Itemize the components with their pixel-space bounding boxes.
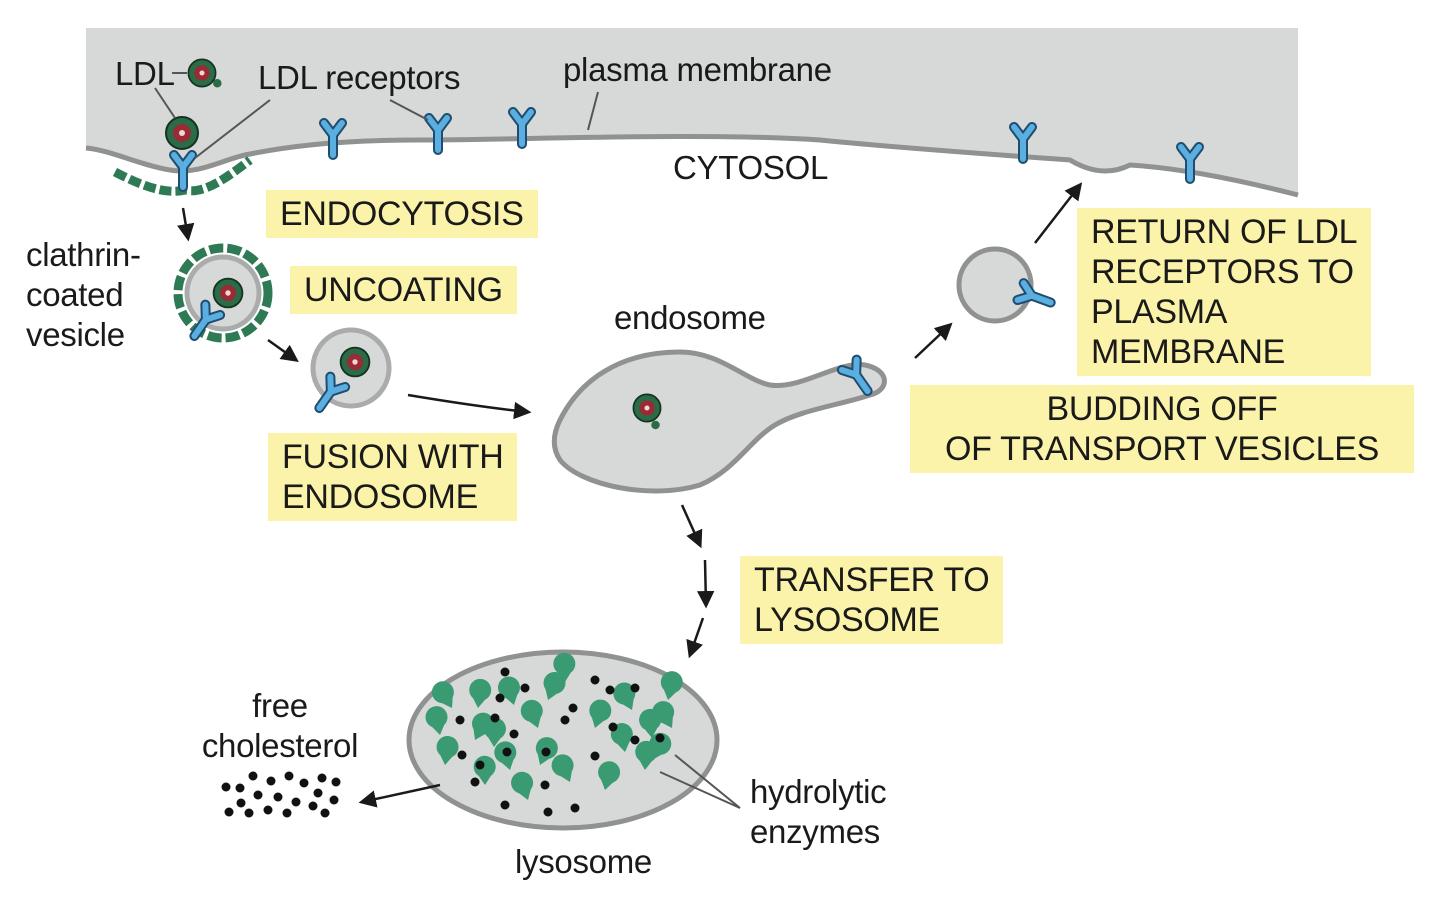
cholesterol-dot [495,693,505,703]
endosome [551,349,887,494]
free-cholesterol-dot [235,783,245,793]
hydrolytic-enzyme [425,706,448,735]
free-cholesterol-dot [266,776,276,786]
free-cholesterol-dot [273,792,283,802]
free-cholesterol-dot [282,808,292,818]
free-cholesterol-dot [331,777,341,787]
endosome-label: endosome [614,299,766,336]
hydrolytic-enzyme [472,712,494,740]
hydrolytic-enzyme [652,701,675,728]
free-cholesterol-dot [224,807,234,817]
cholesterol-dot [608,722,618,732]
hydrolytic-enzyme [436,735,459,765]
free-cholesterol-dot [299,778,309,788]
free-cholesterol-dot [263,805,273,815]
cholesterol-dot [520,683,530,693]
free-cholesterol-dot [317,773,327,783]
cholesterol-dot [502,747,512,757]
cytosol-label: CYTOSOL [673,149,829,186]
free-cholesterol-dot [313,788,323,798]
clathrin-coated-vesicle [173,243,273,341]
step-endocytosis: ENDOCYTOSIS [266,190,538,238]
cholesterol-dot [590,751,600,761]
cholesterol-dot [655,733,665,743]
free-cholesterol-dot [308,801,318,811]
arrow-budding [914,322,953,359]
clathrin-coated-vesicle-label: clathrin- coated vesicle [26,236,141,353]
uncoated-vesicle [312,327,392,413]
cholesterol-dot [570,803,580,813]
arrow-return [1034,182,1083,244]
hydrolytic-enzyme [589,699,612,728]
free-cholesterol-dot [236,798,246,808]
cholesterol-dot [590,675,600,685]
free-cholesterol-dot [253,790,263,800]
ldl-receptors-label: LDL receptors [258,59,461,96]
arrow-release-cholesterol [358,783,441,808]
ldl-particle-free [187,58,222,88]
lysosome-label: lysosome [515,843,652,880]
step-budding-off: BUDDING OFF OF TRANSPORT VESICLES [910,385,1414,473]
cholesterol-dot [457,750,467,760]
free-cholesterol-dot [291,797,301,807]
hydrolytic-enzyme [483,717,506,747]
cholesterol-dot [509,729,519,739]
arrow-fusion [407,393,532,420]
cholesterol-dot [500,667,510,677]
cholesterol-dot [455,715,465,725]
transport-vesicle [956,246,1054,324]
hydrolytic-enzyme [613,682,636,710]
hydrolytic-enzyme [635,740,658,770]
hydrolytic-enzyme [431,681,454,708]
cholesterol-dot [540,780,550,790]
cholesterol-dot [560,715,570,725]
lysosome-contents [425,652,683,817]
step-transfer-to-lysosome: TRANSFER TO LYSOSOME [740,556,1004,644]
hydrolytic-enzyme [660,671,683,700]
cholesterol-dot [605,685,615,695]
cholesterol-dot [568,703,578,713]
plasma-membrane-line [85,133,1299,198]
ldl-in-endosome [632,393,662,430]
arrow-transfer [680,504,715,659]
cholesterol-dot [543,807,553,817]
cholesterol-dot [630,683,640,693]
free-cholesterol-dot [284,771,294,781]
cholesterol-dot [500,800,510,810]
ldl-label: LDL [115,55,175,92]
cholesterol-dot [490,713,500,723]
free-cholesterol-dot [320,808,330,818]
free-cholesterol-label: free cholesterol [201,687,359,764]
hydrolytic-enzyme [543,671,566,700]
hydrolytic-enzyme [553,652,576,682]
cholesterol-dot [541,747,551,757]
hydrolytic-enzyme [497,676,520,705]
step-fusion-with-endosome: FUSION WITH ENDOSOME [268,433,518,521]
free-cholesterol-dot [244,808,254,818]
step-uncoating: UNCOATING [290,266,517,314]
cholesterol-dot [630,735,640,745]
hydrolytic-enzymes-label: hydrolytic enzymes [750,773,887,850]
free-cholesterol-dot [329,795,339,805]
hydrolytic-enzyme [511,771,534,800]
hydrolytic-enzyme [598,761,621,790]
free-cholesterol-dot [221,782,231,792]
arrow-endocytosis [177,207,195,242]
ldl-particle-bound [165,116,199,150]
arrow-uncoating [267,338,299,363]
hydrolytic-enzyme [469,678,492,708]
hydrolytic-enzyme [610,723,633,752]
plasma-membrane-label: plasma membrane [563,51,832,88]
hydrolytic-enzyme [551,754,574,782]
cholesterol-dot [470,777,480,787]
step-return-of-receptors: RETURN OF LDL RECEPTORS TO PLASMA MEMBRA… [1077,208,1372,376]
free-cholesterol-dots [221,771,341,818]
free-cholesterol-dot [248,771,258,781]
hydrolytic-enzyme [520,699,543,728]
cholesterol-dot [475,760,485,770]
